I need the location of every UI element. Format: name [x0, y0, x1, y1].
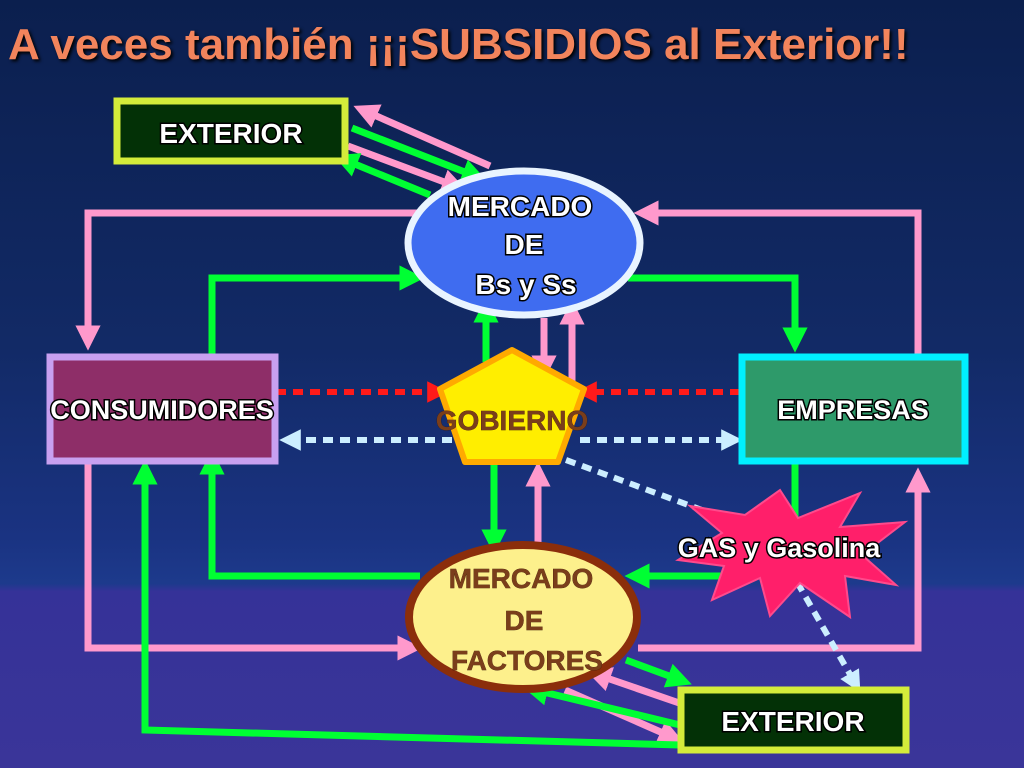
- money-flow-consumers-to-market-factors: [84, 462, 423, 661]
- gas-burst-shape: [675, 488, 909, 620]
- real-flow-market-factors-to-exterior-bottom: [624, 656, 692, 688]
- market-factors-node: MERCADO DE FACTORES: [405, 541, 641, 693]
- subsidy-flow-government-to-exterior-bottom: [564, 457, 861, 693]
- market-factors-label-line1: MERCADO: [449, 563, 594, 594]
- real-flow-market-goods-to-exterior-top: [333, 153, 432, 199]
- real-flow-consumers-to-market-goods: [208, 265, 425, 355]
- real-flow-exterior-bottom-to-consumers: [132, 459, 681, 749]
- real-flow-exterior-top-to-market-goods: [350, 124, 487, 184]
- consumers-label: CONSUMIDORES: [50, 395, 274, 425]
- firms-label: EMPRESAS: [777, 395, 929, 425]
- market-factors-label-line2: DE: [505, 605, 544, 636]
- market-goods-label-line1: MERCADO: [448, 191, 593, 222]
- real-flow-market-factors-to-consumers: [199, 449, 420, 580]
- exterior-top-node: EXTERIOR: [113, 97, 349, 165]
- money-flow-exterior-bottom-to-market-factors: [586, 667, 687, 709]
- exterior-top-label: EXTERIOR: [159, 118, 302, 149]
- exterior-bottom-node: EXTERIOR: [677, 686, 910, 754]
- real-flow-market-goods-to-firms: [628, 274, 808, 353]
- money-flow-market-goods-to-exterior-top: [353, 104, 492, 170]
- market-factors-label-line3: FACTORES: [451, 645, 603, 676]
- market-goods-node: MERCADO DE Bs y Ss: [404, 167, 644, 319]
- government-node: GOBIERNO: [436, 347, 588, 465]
- slide-title: A veces también ¡¡¡SUBSIDIOS al Exterior…: [8, 20, 909, 69]
- exterior-bottom-label: EXTERIOR: [721, 706, 864, 737]
- gas-burst-node: GAS y Gasolina: [675, 488, 909, 620]
- money-flow-market-goods-to-consumers: [75, 209, 420, 351]
- money-flow-firms-to-market-goods: [633, 200, 922, 355]
- government-label: GOBIERNO: [436, 405, 588, 436]
- market-goods-label-line2: DE: [505, 229, 544, 260]
- money-flow-exterior-top-to-market-goods: [346, 142, 467, 194]
- firms-node: EMPRESAS: [738, 353, 969, 465]
- real-flow-exterior-bottom-to-market-factors: [522, 680, 681, 729]
- gas-burst-label: GAS y Gasolina: [678, 533, 882, 563]
- money-flow-market-factors-to-firms: [638, 467, 931, 652]
- consumers-node: CONSUMIDORES: [46, 353, 279, 465]
- market-goods-label-line3: Bs y Ss: [475, 269, 576, 300]
